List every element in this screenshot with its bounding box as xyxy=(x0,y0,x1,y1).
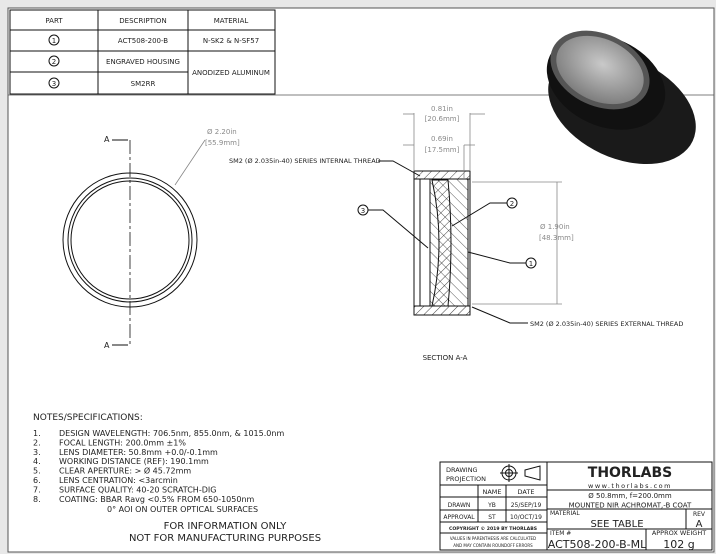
note-text: CLEAR APERTURE: > Ø 45.72mm xyxy=(59,466,191,476)
lens-width-dim-mm: [17.5mm] xyxy=(425,146,460,154)
description-line-2: MOUNTED NIR ACHROMAT,-B COAT xyxy=(569,502,692,510)
parts-table: PART DESCRIPTION MATERIAL 1 2 3 ACT508-2… xyxy=(9,9,276,95)
third-angle-projection-icon xyxy=(500,464,541,482)
note-number: 8. xyxy=(33,495,41,504)
note-text: WORKING DISTANCE (REF): 190.1mm xyxy=(59,457,209,466)
notes: NOTES/SPECIFICATIONS: 1. DESIGN WAVELENGT… xyxy=(33,413,321,544)
note-text: DESIGN WAVELENGTH: 706.5nm, 855.0nm, & 1… xyxy=(59,429,284,438)
item-number: ACT508-200-B-ML xyxy=(548,538,647,551)
callout-3: 3 xyxy=(361,207,365,215)
disclaimer-line-2: NOT FOR MANUFACTURING PURPOSES xyxy=(129,533,321,544)
clear-diameter-in: Ø 1.90in xyxy=(540,223,570,231)
part-material: N-SK2 & N-SF57 xyxy=(203,37,259,45)
part-description: SM2RR xyxy=(131,80,156,88)
notes-heading: NOTES/SPECIFICATIONS: xyxy=(33,413,143,423)
approval-label: APPROVAL xyxy=(443,514,475,521)
rev-label: REV xyxy=(693,511,706,518)
section-title: SECTION A-A xyxy=(423,354,468,362)
note-number: 4. xyxy=(33,457,41,466)
note-text: COATING: BBAR Ravg <0.5% FROM 650-1050nm xyxy=(59,495,255,504)
material-label: MATERIAL xyxy=(550,510,580,517)
lens-width-dim-in: 0.69in xyxy=(431,135,453,143)
section-label-top: A xyxy=(104,135,110,144)
product-render xyxy=(546,30,696,165)
drawing-projection-label: PROJECTION xyxy=(446,475,486,483)
internal-thread-label: SM2 (Ø 2.035in-40) SERIES INTERNAL THREA… xyxy=(229,157,381,165)
date-header: DATE xyxy=(518,488,535,496)
website: www.thorlabs.com xyxy=(588,482,672,490)
part-number: 1 xyxy=(52,37,56,45)
name-header: NAME xyxy=(482,488,501,496)
weight-label: APPROX WEIGHT xyxy=(652,529,706,537)
part-number: 3 xyxy=(52,80,56,88)
note-text: LENS CENTRATION: <3arcmin xyxy=(59,476,178,485)
weight-value: 102 g xyxy=(663,538,694,551)
drawn-date: 25/SEP/19 xyxy=(511,502,542,509)
note-text: LENS DIAMETER: 50.8mm +0.0/-0.1mm xyxy=(59,448,218,457)
clear-diameter-mm: [48.3mm] xyxy=(539,234,574,242)
note-text: FOCAL LENGTH: 200.0mm ±1% xyxy=(59,438,186,447)
callout-1: 1 xyxy=(529,260,533,268)
thorlabs-logo: THORLABS xyxy=(588,465,672,481)
section-view: 0.81in [20.6mm] 0.69in [17.5mm] Ø 1.90in… xyxy=(229,105,683,362)
approval-name: ST xyxy=(488,514,496,521)
values-note: AND MAY CONTAIN ROUNDOFF ERRORS xyxy=(453,543,533,548)
copyright: COPYRIGHT © 2019 BY THORLABS xyxy=(449,526,537,532)
note-number: 3. xyxy=(33,448,41,457)
part-material: ANODIZED ALUMINUM xyxy=(192,69,270,77)
note-number: 2. xyxy=(33,438,41,447)
material-value: SEE TABLE xyxy=(590,519,643,530)
note-continuation: 0° AOI ON OUTER OPTICAL SURFACES xyxy=(107,505,258,514)
values-note: VALUES IN PARENTHESIS ARE CALCULATED xyxy=(450,536,536,541)
approval-date: 10/OCT/19 xyxy=(510,514,542,521)
diameter-dim-mm: [55.9mm] xyxy=(205,139,240,147)
width-dim-in: 0.81in xyxy=(431,105,453,113)
callout-2: 2 xyxy=(510,200,514,208)
header-description: DESCRIPTION xyxy=(119,17,166,25)
drawing-projection-label: DRAWING xyxy=(446,466,478,474)
external-thread-label: SM2 (Ø 2.035in-40) SERIES EXTERNAL THREA… xyxy=(530,320,683,328)
item-label: ITEM # xyxy=(550,530,571,537)
description-line-1: Ø 50.8mm, f=200.0mm xyxy=(588,492,672,500)
part-description: ACT508-200-B xyxy=(118,37,168,45)
header-part: PART xyxy=(45,17,63,25)
part-number: 2 xyxy=(52,58,56,66)
drawn-name: YB xyxy=(487,502,496,509)
drawn-label: DRAWN xyxy=(448,502,471,509)
diameter-dim-in: Ø 2.20in xyxy=(207,128,237,136)
header-material: MATERIAL xyxy=(214,17,249,25)
part-description: ENGRAVED HOUSING xyxy=(106,58,180,66)
rev-value: A xyxy=(696,519,703,530)
width-dim-mm: [20.6mm] xyxy=(425,115,460,123)
note-number: 7. xyxy=(33,485,41,494)
title-block: DRAWING PROJECTION NAME DATE DRAWN YB 25… xyxy=(439,461,713,551)
note-number: 5. xyxy=(33,467,41,476)
section-label-bottom: A xyxy=(104,341,110,350)
disclaimer-line-1: FOR INFORMATION ONLY xyxy=(164,521,288,532)
front-view: A A Ø 2.20in [55.9mm] xyxy=(62,128,240,350)
note-number: 6. xyxy=(33,476,41,485)
note-number: 1. xyxy=(33,429,41,438)
note-text: SURFACE QUALITY: 40-20 SCRATCH-DIG xyxy=(59,485,216,494)
